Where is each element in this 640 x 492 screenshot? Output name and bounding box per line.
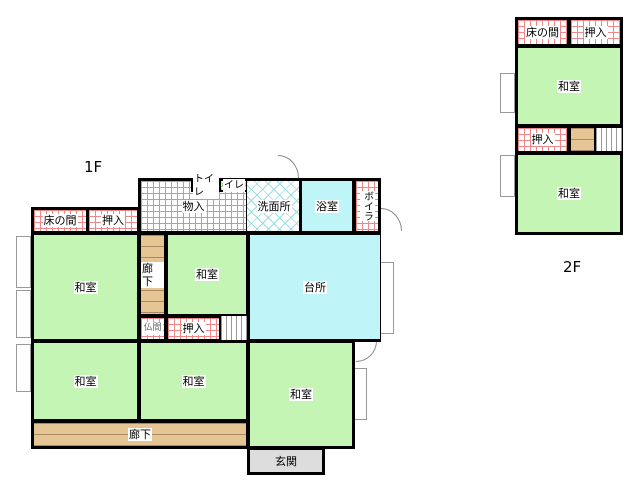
room-label: 和室 [73,280,98,294]
floor-label-2f: 2F [563,258,582,276]
window [16,236,31,288]
room-label: 廊下 [128,428,152,441]
room-label: イレ [223,179,245,192]
room-washitsu-s: 和室 [138,340,249,422]
room-label: 和室 [557,79,581,93]
stairs [220,315,249,342]
room-oshiire-center: 押入 [165,315,222,342]
room-butsuma: 仏間 [138,315,167,342]
room-washitsu-n-2f: 和室 [515,45,623,127]
door-icon [356,341,377,362]
window [500,73,515,113]
hallway-2f [568,125,597,154]
room-label: 和室 [181,374,206,388]
room-toilet-2: イレ [219,178,249,192]
room-label: 床の間 [525,25,560,39]
room-label: ボイラ [359,191,375,221]
room-label: 押入 [583,25,608,39]
room-washitsu-s-2f: 和室 [515,152,623,235]
room-label: 押入 [181,322,206,335]
room-genkan: 玄関 [247,447,325,475]
door-icon [278,155,299,178]
window [380,262,394,334]
window [16,344,31,392]
room-label: 和室 [195,268,219,281]
room-yokushitsu: 浴室 [299,178,355,234]
room-washitsu-sw: 和室 [31,340,140,422]
stairs-2f [595,127,623,152]
room-label: 押入 [530,133,555,146]
door-icon [381,208,402,231]
room-label: 物入 [181,200,206,213]
room-senmenjo: 洗面所 [246,178,302,234]
room-label: 和室 [557,187,581,200]
room-boiler: ボイラ [353,178,381,234]
room-washitsu-se: 和室 [247,340,355,449]
room-label: 押入 [101,214,125,227]
window [500,155,515,197]
room-label: 洗面所 [256,199,292,213]
room-label: 和室 [289,388,313,401]
room-label: トイレ [193,172,219,199]
room-rouka-horizontal: 廊下 [31,420,249,449]
room-oshiire-mid-2f: 押入 [515,125,570,154]
room-oshiire-top-1f: 押入 [86,207,140,234]
window [353,368,367,420]
room-daidokoro: 台所 [247,232,381,342]
room-label: 玄関 [274,454,298,468]
room-label: 浴室 [315,199,339,213]
room-washitsu-nw: 和室 [31,232,140,342]
room-rouka-vertical: 廊下 [138,232,167,317]
room-label: 台所 [303,280,327,294]
room-label: 廊下 [141,261,164,288]
room-label: 床の間 [42,214,78,227]
room-tokonoma-2f: 床の間 [515,17,570,47]
room-label: 和室 [73,374,98,388]
window [16,290,31,338]
room-label: 仏間 [142,322,163,335]
room-oshiire-top-2f: 押入 [568,17,623,47]
room-tokonoma-1f: 床の間 [31,207,89,234]
floor-label-1f: 1F [84,158,103,176]
room-toilet-1: トイレ [191,172,221,199]
room-washitsu-center: 和室 [165,232,249,317]
